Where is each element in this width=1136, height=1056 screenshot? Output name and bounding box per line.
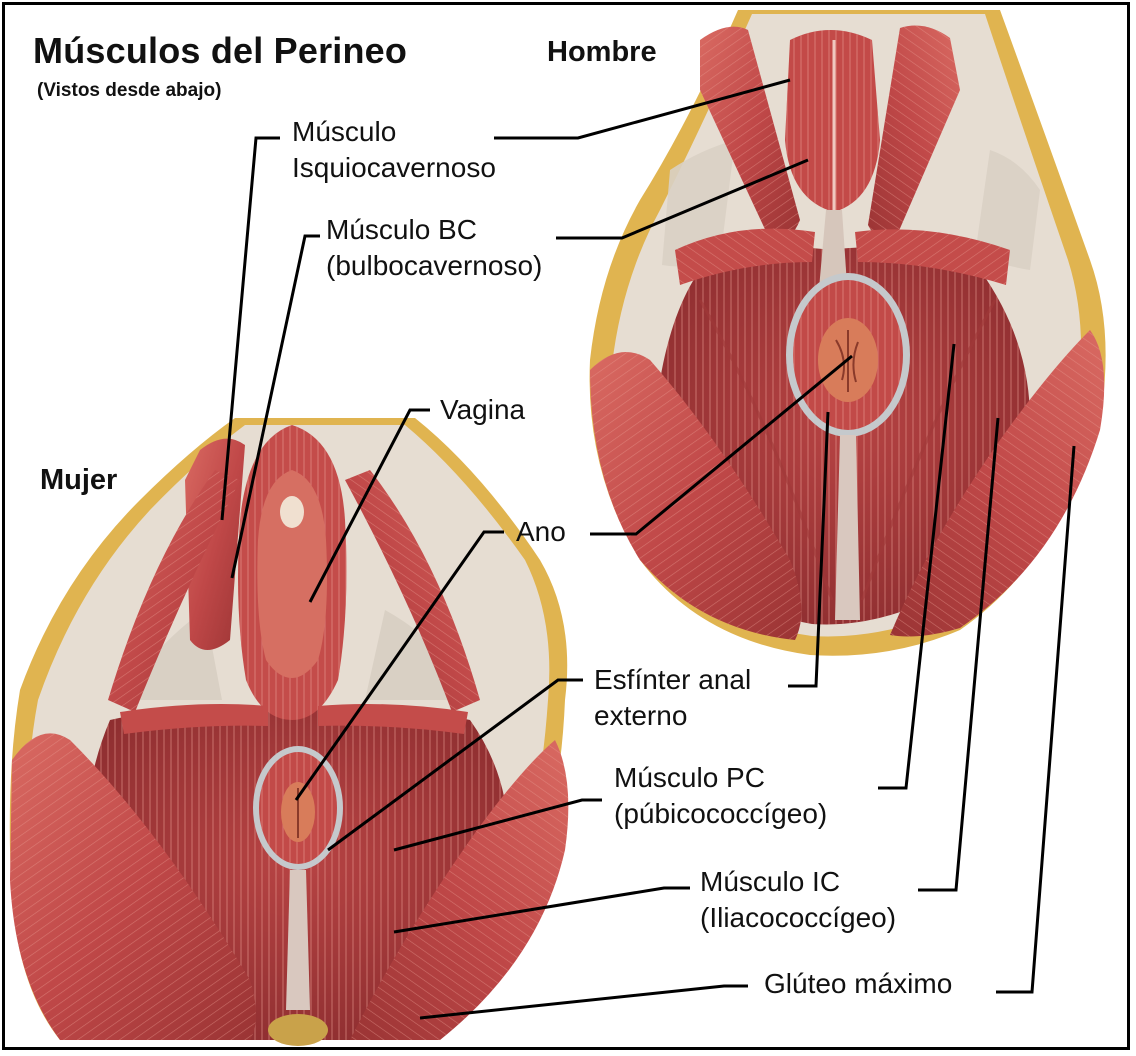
label-esfinter-anal-externo: Esfínter anal externo (594, 662, 751, 734)
label-musculo-ic: Músculo IC (Iliacococcígeo) (700, 864, 896, 936)
label-ic-line2: (Iliacococcígeo) (700, 900, 896, 936)
label-esfinter-line2: externo (594, 698, 751, 734)
male-heading: Hombre (547, 36, 657, 69)
label-bulbocavernoso: Músculo BC (bulbocavernoso) (326, 212, 542, 284)
male-perineum-illustration (590, 10, 1106, 656)
diagram-subtitle: (Vistos desde abajo) (37, 80, 221, 102)
label-ano: Ano (516, 514, 566, 550)
diagram-title: Músculos del Perineo (33, 30, 407, 72)
label-isquiocavernoso-line1: Músculo (292, 114, 496, 150)
label-pc-line1: Músculo PC (614, 760, 827, 796)
label-vagina: Vagina (440, 392, 525, 428)
label-isquiocavernoso-line2: Isquiocavernoso (292, 150, 496, 186)
label-esfinter-line1: Esfínter anal (594, 662, 751, 698)
label-bc-line2: (bulbocavernoso) (326, 248, 542, 284)
label-pc-line2: (púbicococcígeo) (614, 796, 827, 832)
label-musculo-pc: Músculo PC (púbicococcígeo) (614, 760, 827, 832)
label-bc-line1: Músculo BC (326, 212, 542, 248)
label-ic-line1: Músculo IC (700, 864, 896, 900)
label-gluteo-maximo: Glúteo máximo (764, 966, 952, 1002)
label-isquiocavernoso: Músculo Isquiocavernoso (292, 114, 496, 186)
female-perineum-illustration (10, 418, 569, 1046)
female-heading: Mujer (40, 464, 117, 497)
